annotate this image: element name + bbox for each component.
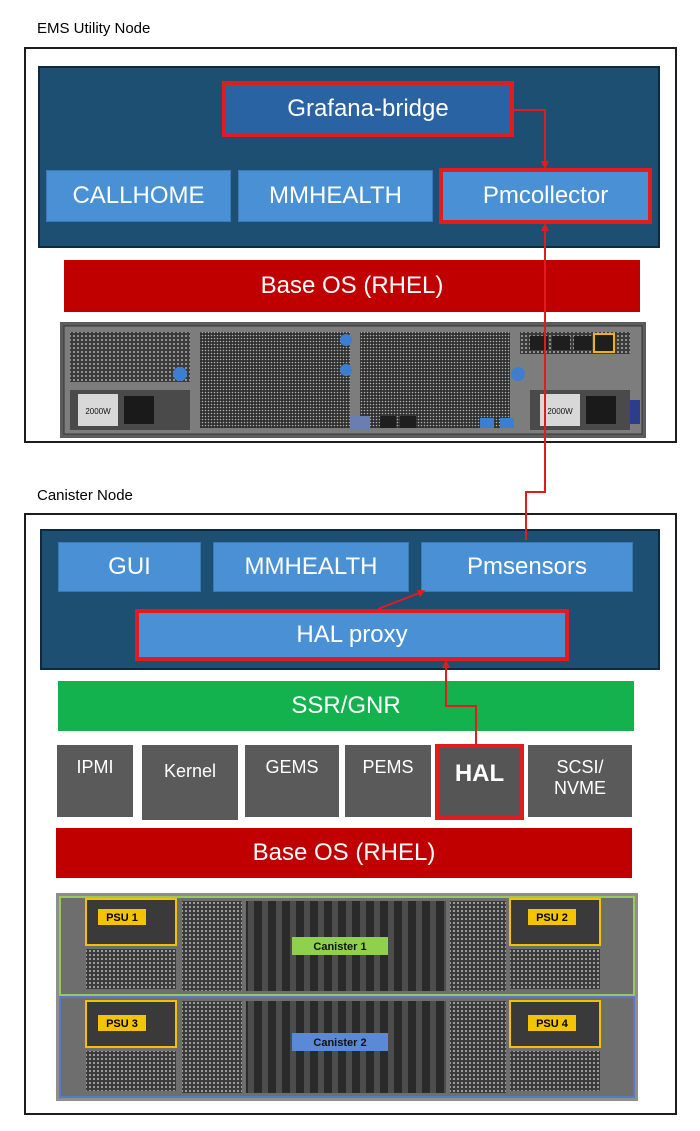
- mmhealth-canister-box: MMHEALTH: [213, 542, 409, 592]
- pmsensors-label: Pmsensors: [466, 553, 588, 580]
- mmhealth-canister-label: MMHEALTH: [244, 553, 378, 580]
- kernel-box: Kernel: [142, 745, 238, 820]
- ems-node-label: EMS Utility Node: [37, 20, 151, 37]
- pmcollector-label: Pmcollector: [482, 182, 609, 209]
- callhome-box: CALLHOME: [46, 170, 231, 222]
- gems-box: GEMS: [245, 745, 339, 817]
- canister2-label: Canister 2: [313, 1037, 366, 1049]
- hal-proxy-label: HAL proxy: [296, 621, 408, 648]
- arrow-grafana-to-pmcollector: [514, 109, 549, 169]
- canister-base-os: Base OS (RHEL): [56, 828, 632, 878]
- hal-box: HAL: [435, 744, 524, 820]
- pems-box: PEMS: [345, 745, 431, 817]
- psu-rating-right: 2000W: [547, 407, 573, 416]
- canister1-label: Canister 1: [313, 941, 366, 953]
- psu2-label: PSU 2: [536, 912, 568, 924]
- hal-proxy-box: HAL proxy: [135, 609, 569, 661]
- mmhealth-ems-box: MMHEALTH: [238, 170, 433, 222]
- pmcollector-box: Pmcollector: [439, 168, 652, 224]
- arrow-pmsensors-to-pmcollector: [525, 223, 549, 540]
- ems-server-rear-image: 2000W 2000W: [60, 322, 646, 438]
- psu4-label: PSU 4: [536, 1018, 569, 1030]
- psu3-label: PSU 3: [106, 1018, 138, 1030]
- canister-node-label: Canister Node: [37, 487, 133, 504]
- grafana-bridge-box: Grafana-bridge: [222, 81, 514, 137]
- canister-hardware-image: PSU 1 PSU 2 PSU 3 PSU 4 Canister 1 Canis…: [56, 893, 638, 1101]
- psu1-label: PSU 1: [106, 912, 138, 924]
- callhome-label: CALLHOME: [72, 182, 205, 209]
- ssr-gnr-bar: SSR/GNR: [58, 681, 634, 731]
- ipmi-box: IPMI: [57, 745, 133, 817]
- mmhealth-ems-label: MMHEALTH: [269, 182, 402, 209]
- gui-label: GUI: [108, 553, 151, 580]
- ssr-gnr-label: SSR/GNR: [291, 692, 401, 719]
- gui-box: GUI: [58, 542, 201, 592]
- ems-base-os-label: Base OS (RHEL): [260, 272, 444, 299]
- psu-rating-left: 2000W: [85, 407, 111, 416]
- arrow-halproxy-to-pmsensors: [377, 589, 426, 610]
- scsi-nvme-box: SCSI/ NVME: [528, 745, 632, 817]
- arrow-hal-to-halproxy: [442, 660, 477, 744]
- canister-base-os-label: Base OS (RHEL): [252, 839, 436, 866]
- pmsensors-box: Pmsensors: [421, 542, 633, 592]
- grafana-bridge-label: Grafana-bridge: [287, 95, 449, 122]
